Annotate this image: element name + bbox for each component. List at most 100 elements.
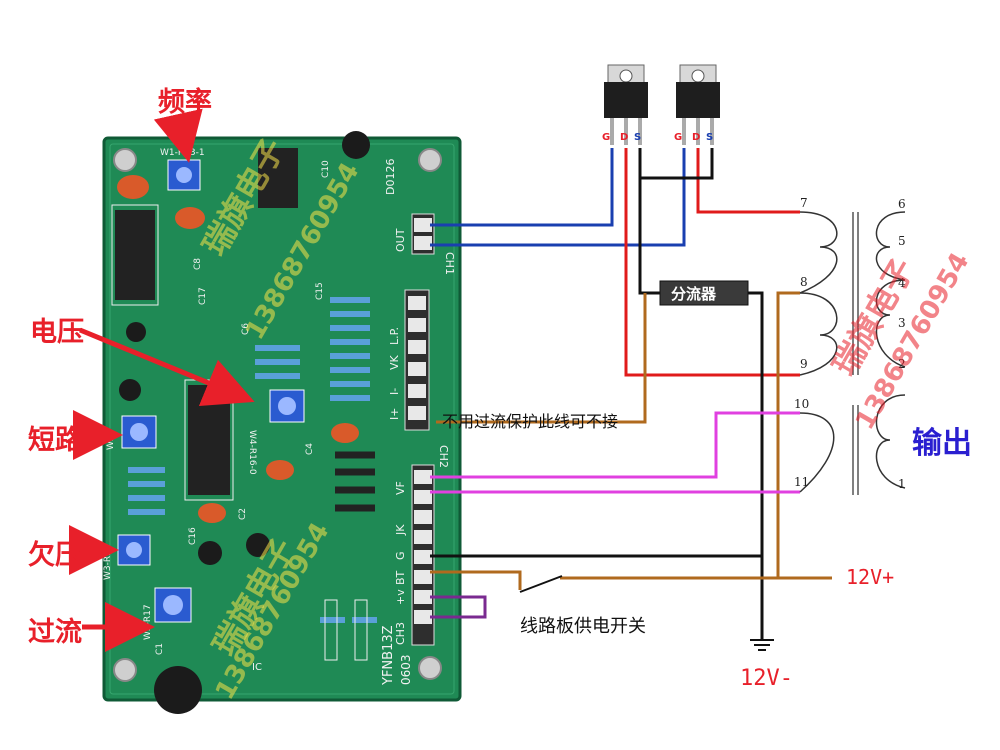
silk-d0126: D0126 [384, 159, 397, 195]
trafo-pin-5: 5 [898, 234, 906, 248]
mosfet-1-g-label: G [602, 132, 610, 143]
silk-i-minus: I- [388, 388, 401, 395]
terminal-block-ch1 [411, 213, 435, 255]
label-freq: 频率 [158, 87, 212, 118]
diode-bank [335, 451, 375, 512]
electrolytic-capacitor [342, 131, 370, 159]
silk-c10: C10 [321, 160, 331, 178]
silk-model: YFNB13Z [381, 625, 396, 686]
silk-c17: C17 [198, 287, 208, 305]
ic-chip [188, 385, 230, 495]
mosfet-1: G D S [602, 64, 648, 145]
label-undervolt: 欠压 [28, 540, 82, 571]
mount-hole [113, 148, 137, 172]
arrow-freq-icon [153, 108, 203, 163]
mosfet-2-s-label: S [706, 132, 713, 143]
label-12v-minus: 12V- [740, 666, 793, 691]
electrolytic-capacitor [154, 666, 202, 714]
wire-shunt-to-ground [748, 291, 764, 640]
film-capacitor [198, 503, 226, 523]
silk-i-plus: I+ [388, 408, 401, 420]
pcb-board: D0126 OUT CH1 L.P. VK I- I+ CH2 VF JK G … [102, 131, 462, 714]
note-no-overcurrent: 不用过流保护此线可不接 [442, 412, 619, 431]
silk-g: G [394, 551, 407, 560]
trafo-pin-3: 3 [898, 316, 906, 330]
silk-ch3: CH3 [394, 622, 407, 645]
silk-c4: C4 [305, 443, 315, 455]
label-short: 短路 [28, 425, 82, 456]
silk-c2: C2 [238, 508, 248, 520]
wire-gate-2 [430, 148, 686, 247]
mount-hole [418, 148, 442, 172]
silk-ic: IC [252, 662, 262, 673]
trimmer-pot-undervolt [117, 534, 151, 566]
film-capacitor [175, 207, 205, 229]
wire-drain-2 [696, 148, 800, 214]
resistor-bank [128, 297, 377, 623]
film-capacitor [266, 460, 294, 480]
mosfet-1-d-label: D [620, 132, 628, 143]
silk-pot4: W3-R9 [103, 550, 113, 580]
trafo-pin-10: 10 [794, 397, 809, 411]
silk-lp: L.P. [388, 327, 401, 345]
mount-hole [113, 658, 137, 682]
silk-c8: C8 [193, 258, 203, 270]
trafo-pin-11: 11 [794, 475, 809, 489]
silk-pot3: W2 [106, 435, 116, 450]
trimmer-pot-short [121, 415, 157, 449]
mount-hole [418, 656, 442, 680]
resistor [354, 599, 368, 661]
wire-jumper [430, 595, 487, 619]
trimmer-pot-overcurrent [154, 587, 192, 623]
wire-current-sense [436, 293, 647, 424]
film-capacitor [331, 423, 359, 443]
electrolytic-capacitor [198, 541, 222, 565]
wire-source-common [638, 148, 714, 180]
trafo-pin-4: 4 [898, 276, 906, 290]
silk-ch2: CH2 [437, 445, 450, 468]
label-output: 输出 [912, 426, 972, 461]
trimmer-pot-voltage [269, 389, 305, 423]
terminal-block-ch2 [404, 289, 430, 431]
trafo-pin-8: 8 [800, 275, 808, 289]
mosfet-2-g-label: G [674, 132, 682, 143]
label-voltage: 电压 [30, 317, 84, 348]
trafo-pin-1: 1 [898, 477, 906, 491]
shunt-label: 分流器 [671, 285, 717, 303]
trafo-pin-9: 9 [800, 357, 808, 371]
silk-pot2: W4-R16-0 [247, 430, 257, 475]
label-overcurrent: 过流 [28, 617, 82, 648]
power-switch-blade [519, 575, 563, 593]
terminal-block-ch3 [411, 464, 435, 646]
trafo-pin-2: 2 [898, 357, 906, 371]
ic-chip [115, 210, 155, 300]
silk-pot1: W1-R23-1 [160, 148, 205, 158]
electrolytic-capacitor [246, 533, 270, 557]
wire-board-power [430, 570, 522, 590]
transformer [799, 211, 906, 495]
silk-out: OUT [394, 228, 407, 252]
resistor [324, 599, 338, 661]
wire-feedback-1 [430, 411, 800, 479]
silk-date: 0603 [399, 654, 413, 685]
mosfet-2: G D S [674, 64, 720, 145]
silk-ch1: CH1 [443, 252, 456, 275]
silk-pot5: W5-R17 [143, 604, 153, 640]
silk-vk: VK [388, 354, 401, 370]
electrolytic-capacitor [126, 322, 146, 342]
trafo-pin-6: 6 [898, 197, 906, 211]
silk-vf: VF [394, 481, 407, 495]
silk-c16: C16 [188, 527, 198, 545]
shunt: 分流器 [659, 280, 749, 306]
trafo-pin-7: 7 [800, 196, 808, 210]
silk-bt: BT [394, 570, 407, 585]
mosfet-2-d-label: D [692, 132, 700, 143]
wire-gate-1 [430, 148, 614, 227]
arrow-voltage-icon [79, 327, 255, 406]
silk-c1: C1 [155, 643, 165, 655]
silk-vplus: +v [394, 589, 407, 605]
trimmer-pot-freq [167, 159, 201, 191]
silk-c15: C15 [315, 282, 325, 300]
wire-center-tap [776, 291, 800, 578]
